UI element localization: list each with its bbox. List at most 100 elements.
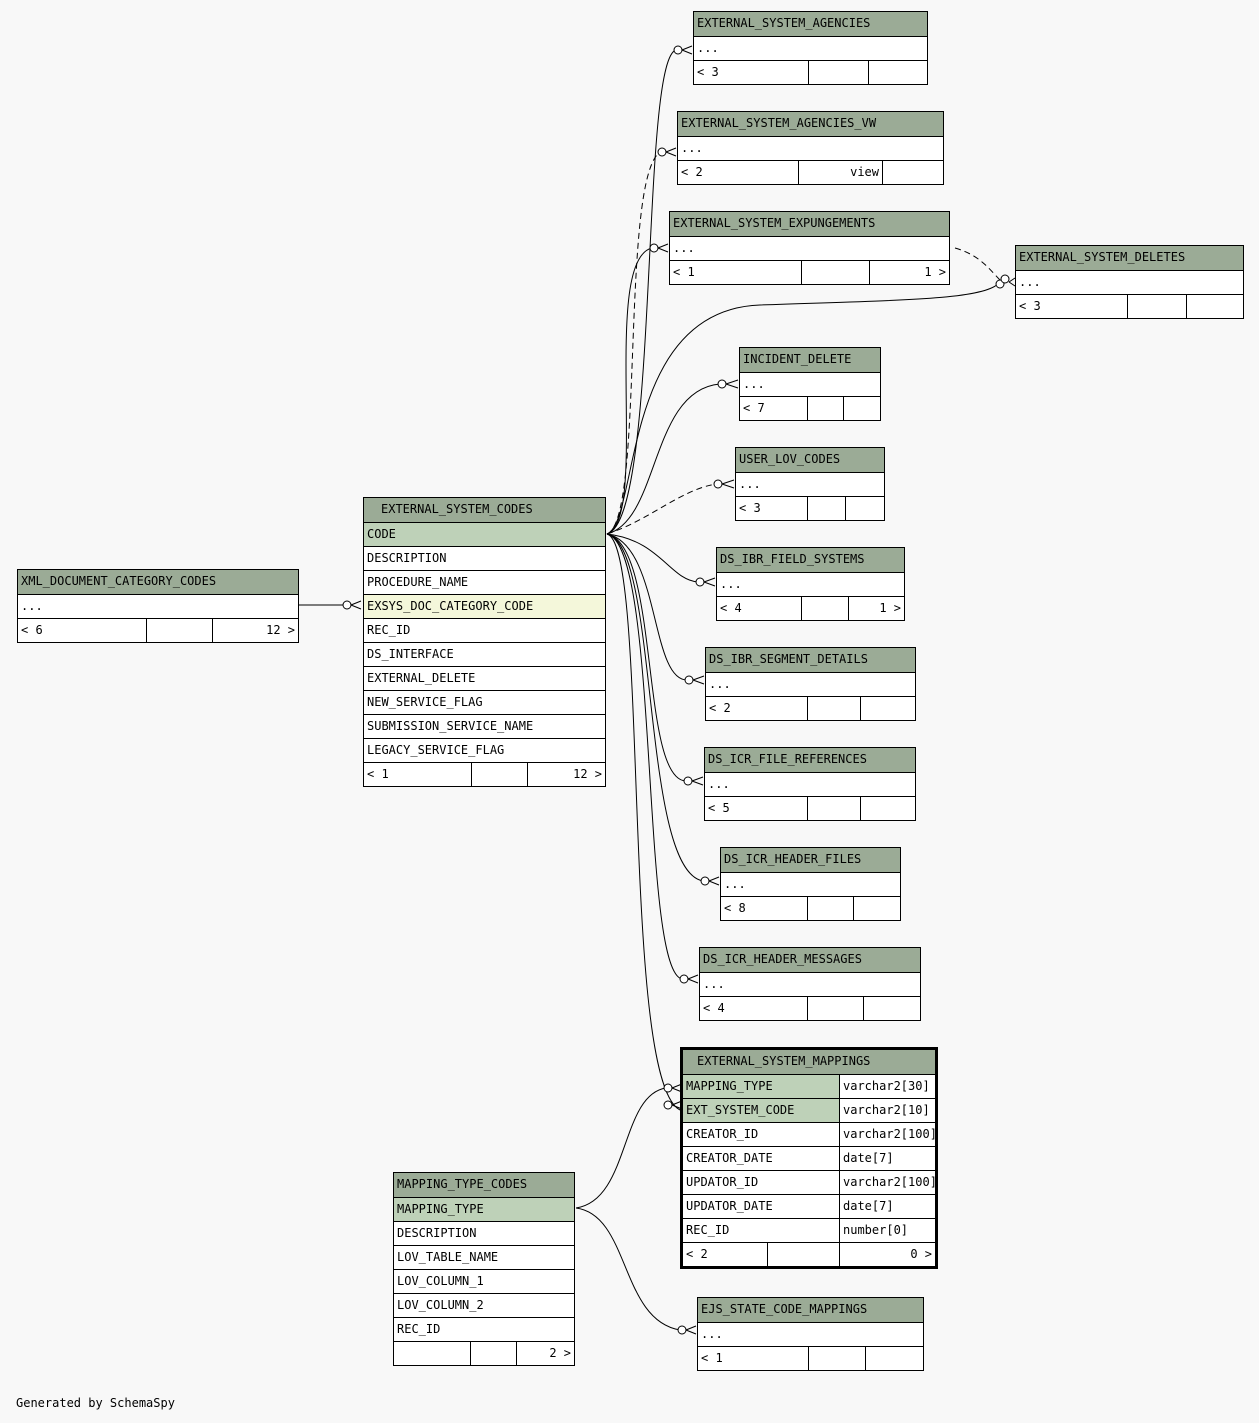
children-count[interactable] — [1186, 295, 1243, 318]
parents-count[interactable]: < 2 — [681, 165, 703, 179]
table-title[interactable]: DS_ICR_HEADER_FILES — [724, 852, 862, 866]
children-count[interactable]: 12 > — [212, 619, 298, 642]
column-mapping-type[interactable]: MAPPING_TYPE — [683, 1075, 839, 1098]
column-exsys-doc-category-code[interactable]: EXSYS_DOC_CATEGORY_CODE — [367, 599, 534, 613]
table-title[interactable]: DS_ICR_FILE_REFERENCES — [708, 752, 867, 766]
table-incident-delete[interactable]: INCIDENT_DELETE ... < 7 — [739, 347, 881, 421]
table-type — [801, 261, 869, 284]
parents-count[interactable]: < 7 — [743, 401, 765, 415]
children-count[interactable] — [865, 1347, 923, 1370]
parents-count[interactable]: < 4 — [703, 1001, 725, 1015]
column-ext-system-code[interactable]: EXT_SYSTEM_CODE — [683, 1099, 839, 1122]
column-new-service-flag[interactable]: NEW_SERVICE_FLAG — [367, 695, 483, 709]
parents-count[interactable]: < 6 — [21, 623, 43, 637]
children-count[interactable] — [868, 61, 927, 84]
table-ds-icr-header-files[interactable]: DS_ICR_HEADER_FILES ... < 8 — [720, 847, 901, 921]
table-title[interactable]: MAPPING_TYPE_CODES — [397, 1177, 528, 1191]
table-type — [807, 397, 843, 420]
children-count[interactable] — [860, 797, 915, 820]
table-type: view — [798, 161, 882, 184]
columns-ellipsis: ... — [720, 577, 742, 591]
table-title[interactable]: DS_ICR_HEADER_MESSAGES — [703, 952, 862, 966]
table-external-system-codes[interactable]: EXTERNAL_SYSTEM_CODES CODE DESCRIPTION P… — [363, 497, 606, 787]
table-xml-document-category-codes[interactable]: XML_DOCUMENT_CATEGORY_CODES ... < 6 12 > — [17, 569, 299, 643]
children-count[interactable] — [863, 997, 920, 1020]
parents-count[interactable]: < 2 — [709, 701, 731, 715]
table-external-system-deletes[interactable]: EXTERNAL_SYSTEM_DELETES ... < 3 — [1015, 245, 1244, 319]
children-count[interactable]: 0 > — [839, 1243, 935, 1266]
column-external-delete[interactable]: EXTERNAL_DELETE — [367, 671, 476, 685]
column-updator-date[interactable]: UPDATOR_DATE — [686, 1199, 773, 1213]
parents-count[interactable]: < 4 — [720, 601, 742, 615]
column-description[interactable]: DESCRIPTION — [367, 551, 447, 565]
table-type — [471, 763, 527, 786]
relationship-agencies-vw — [606, 151, 661, 535]
parents-count[interactable]: < 1 — [673, 265, 695, 279]
parents-count[interactable]: < 3 — [697, 65, 719, 79]
column-rec-id[interactable]: REC_ID — [686, 1223, 730, 1237]
table-external-system-mappings[interactable]: EXTERNAL_SYSTEM_MAPPINGS MAPPING_TYPE va… — [680, 1047, 938, 1269]
column-rec-id[interactable]: REC_ID — [397, 1322, 441, 1336]
table-ds-icr-file-references[interactable]: DS_ICR_FILE_REFERENCES ... < 5 — [704, 747, 916, 821]
children-count[interactable] — [882, 161, 943, 184]
table-title[interactable]: EXTERNAL_SYSTEM_AGENCIES_VW — [681, 116, 877, 130]
column-submission-service-name[interactable]: SUBMISSION_SERVICE_NAME — [367, 719, 534, 733]
table-ds-ibr-field-systems[interactable]: DS_IBR_FIELD_SYSTEMS ... < 4 1 > — [716, 547, 905, 621]
table-title[interactable]: EXTERNAL_SYSTEM_AGENCIES — [697, 16, 871, 30]
children-count[interactable] — [853, 897, 900, 920]
table-title[interactable]: EXTERNAL_SYSTEM_MAPPINGS — [697, 1054, 871, 1068]
column-lov-column-2[interactable]: LOV_COLUMN_2 — [397, 1298, 484, 1312]
table-type — [807, 497, 845, 520]
children-count[interactable] — [845, 497, 884, 520]
parents-count[interactable]: < 8 — [724, 901, 746, 915]
parents-count[interactable] — [394, 1342, 470, 1365]
footer-generated-by[interactable]: Generated by SchemaSpy — [16, 1396, 175, 1410]
parents-count[interactable]: < 5 — [708, 801, 730, 815]
parents-count[interactable]: < 2 — [686, 1247, 708, 1261]
parents-count[interactable]: < 1 — [701, 1351, 723, 1365]
children-count[interactable] — [860, 697, 915, 720]
table-title[interactable]: EXTERNAL_SYSTEM_EXPUNGEMENTS — [673, 216, 876, 230]
children-count[interactable]: 12 > — [527, 763, 605, 786]
column-creator-date[interactable]: CREATOR_DATE — [686, 1151, 773, 1165]
table-title[interactable]: XML_DOCUMENT_CATEGORY_CODES — [21, 574, 217, 588]
column-lov-column-1[interactable]: LOV_COLUMN_1 — [397, 1274, 484, 1288]
children-count[interactable] — [843, 397, 880, 420]
table-ejs-state-code-mappings[interactable]: EJS_STATE_CODE_MAPPINGS ... < 1 — [697, 1297, 924, 1371]
relationship-incident-delete — [606, 383, 721, 535]
children-count[interactable]: 1 > — [869, 261, 949, 284]
column-creator-id[interactable]: CREATOR_ID — [686, 1127, 759, 1141]
column-code[interactable]: CODE — [367, 527, 396, 541]
table-title[interactable]: EJS_STATE_CODE_MAPPINGS — [701, 1302, 868, 1316]
parents-count[interactable]: < 3 — [739, 501, 761, 515]
table-external-system-agencies-vw[interactable]: EXTERNAL_SYSTEM_AGENCIES_VW ... < 2 view — [677, 111, 944, 185]
table-title[interactable]: USER_LOV_CODES — [739, 452, 841, 466]
column-procedure-name[interactable]: PROCEDURE_NAME — [367, 575, 469, 589]
table-type — [807, 797, 860, 820]
column-description[interactable]: DESCRIPTION — [397, 1226, 477, 1240]
column-legacy-service-flag[interactable]: LEGACY_SERVICE_FLAG — [367, 743, 505, 757]
table-title[interactable]: EXTERNAL_SYSTEM_CODES — [381, 502, 533, 516]
table-title[interactable]: INCIDENT_DELETE — [743, 352, 852, 366]
table-title[interactable]: DS_IBR_SEGMENT_DETAILS — [709, 652, 868, 666]
parents-count[interactable]: < 3 — [1019, 299, 1041, 313]
table-type — [470, 1342, 516, 1365]
column-ds-interface[interactable]: DS_INTERFACE — [367, 647, 454, 661]
children-count[interactable]: 2 > — [516, 1342, 574, 1365]
table-title[interactable]: DS_IBR_FIELD_SYSTEMS — [720, 552, 865, 566]
table-type — [807, 697, 860, 720]
relationship-mappings-code — [606, 533, 681, 1111]
column-mapping-type[interactable]: MAPPING_TYPE — [397, 1202, 484, 1216]
table-external-system-expungements[interactable]: EXTERNAL_SYSTEM_EXPUNGEMENTS ... < 1 1 > — [669, 211, 950, 285]
parents-count[interactable]: < 1 — [367, 767, 389, 781]
column-updator-id[interactable]: UPDATOR_ID — [686, 1175, 759, 1189]
table-mapping-type-codes[interactable]: MAPPING_TYPE_CODES MAPPING_TYPE DESCRIPT… — [393, 1172, 575, 1366]
table-user-lov-codes[interactable]: USER_LOV_CODES ... < 3 — [735, 447, 885, 521]
table-title[interactable]: EXTERNAL_SYSTEM_DELETES — [1019, 250, 1186, 264]
children-count[interactable]: 1 > — [848, 597, 904, 620]
column-rec-id[interactable]: REC_ID — [367, 623, 411, 637]
table-ds-ibr-segment-details[interactable]: DS_IBR_SEGMENT_DETAILS ... < 2 — [705, 647, 916, 721]
table-external-system-agencies[interactable]: EXTERNAL_SYSTEM_AGENCIES ... < 3 — [693, 11, 928, 85]
table-ds-icr-header-messages[interactable]: DS_ICR_HEADER_MESSAGES ... < 4 — [699, 947, 921, 1021]
column-lov-table-name[interactable]: LOV_TABLE_NAME — [397, 1250, 499, 1264]
